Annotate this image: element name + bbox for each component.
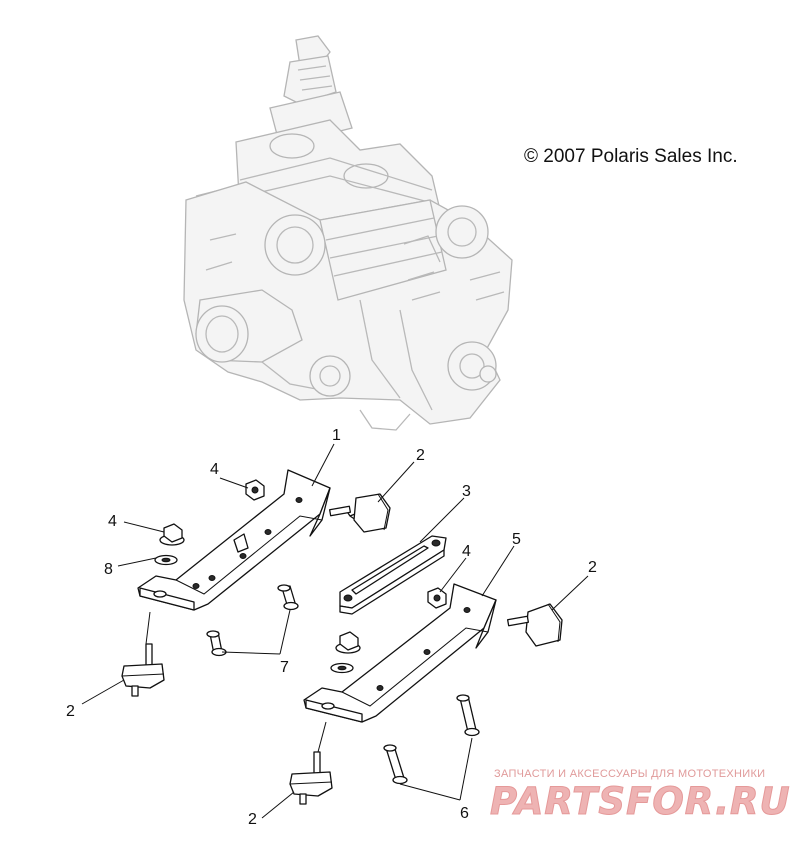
callouts: 1 2 3 4 4 4 5 2 8 7 2 6 2 [66, 427, 597, 828]
callout-7: 7 [280, 659, 289, 676]
watermark-logo: PARTSFOR.RU [490, 780, 791, 824]
mount-bracket-5 [303, 583, 497, 723]
callout-4-upper: 4 [210, 461, 219, 478]
flange-nut-right [427, 587, 447, 609]
flange-nut-upper [245, 479, 265, 501]
rubber-mount-lower-left [121, 643, 165, 697]
washer-left [154, 554, 178, 566]
rubber-mount-lower-right [289, 751, 333, 805]
callout-6: 6 [460, 805, 469, 822]
callout-2-lower-left: 2 [66, 703, 75, 720]
rubber-mount-upper [328, 493, 391, 533]
callout-2-lower: 2 [248, 811, 257, 828]
bolt-6a [456, 694, 480, 737]
copyright-notice: © 2007 Polaris Sales Inc. [524, 146, 738, 167]
link-plate-3 [339, 535, 447, 615]
callout-8: 8 [104, 561, 113, 578]
callout-4-left: 4 [108, 513, 117, 530]
bolt-6b [383, 744, 408, 785]
flange-nut-left [159, 523, 185, 546]
watermark-tagline: ЗАПЧАСТИ И АКСЕССУАРЫ ДЛЯ МОТОТЕХНИКИ [494, 768, 766, 780]
callout-2-upper: 2 [416, 447, 425, 464]
bolt-7b [206, 630, 227, 657]
callout-2-right: 2 [588, 559, 597, 576]
leader-lines [81, 443, 589, 819]
callout-1: 1 [332, 427, 341, 444]
bolt-7a [277, 584, 299, 611]
callout-5: 5 [512, 531, 521, 548]
rubber-mount-right [506, 603, 563, 647]
mount-bracket-1 [137, 469, 331, 611]
callout-4-right: 4 [462, 543, 471, 560]
callout-3: 3 [462, 483, 471, 500]
washer-lower [330, 662, 354, 674]
flange-nut-lower [335, 631, 361, 654]
engine-illustration [183, 35, 513, 431]
